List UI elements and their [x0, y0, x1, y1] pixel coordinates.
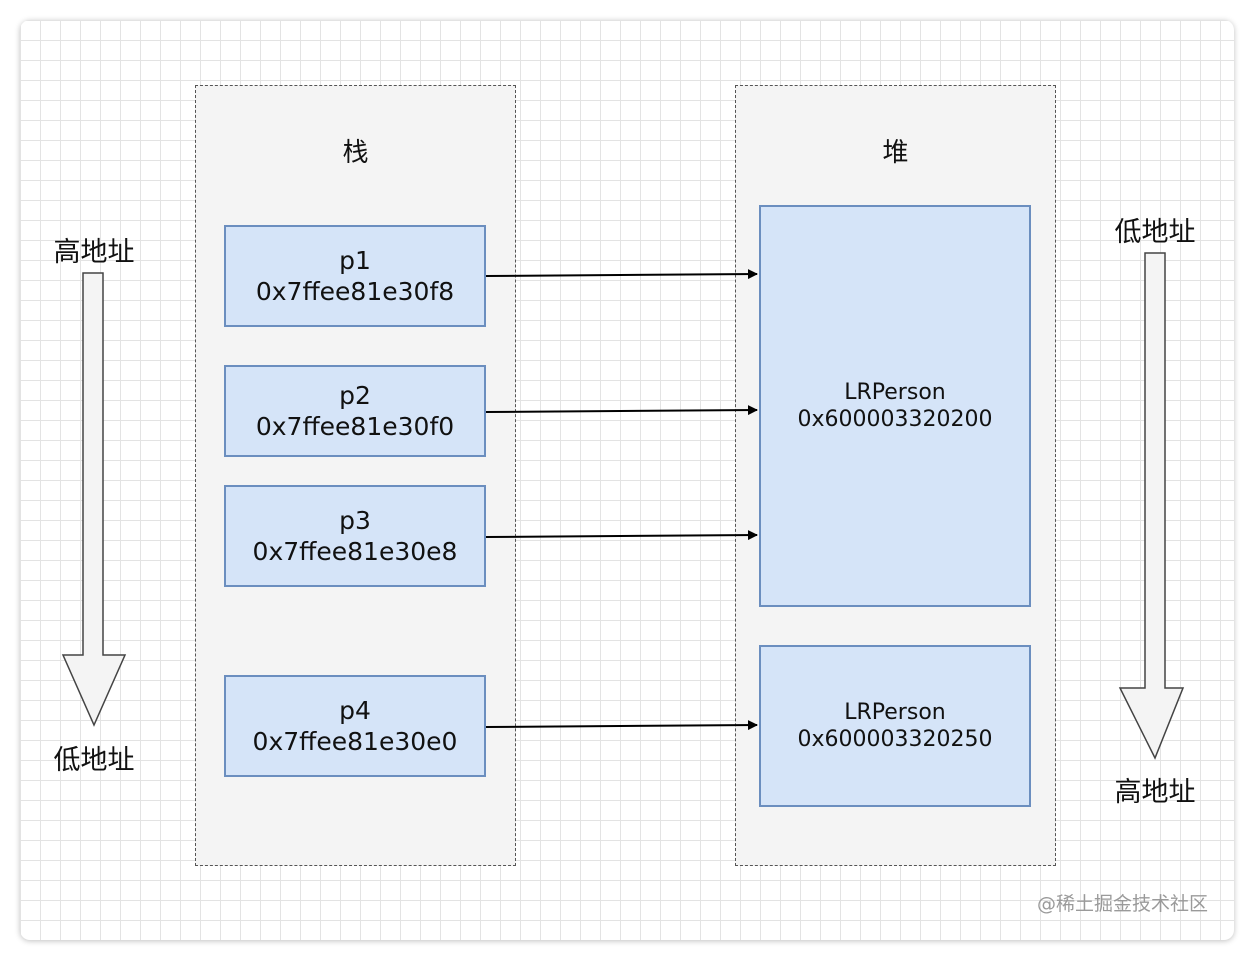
- heap-object-class: LRPerson: [844, 379, 946, 405]
- stack-item-name: p3: [339, 505, 371, 535]
- heap-object-address: 0x600003320200: [797, 407, 993, 432]
- left-direction-arrow: [61, 272, 127, 727]
- stack-item-address: 0x7ffee81e30f8: [255, 277, 455, 306]
- right-direction-arrow: [1118, 252, 1185, 760]
- right-axis-bottom-label: 高地址: [1114, 777, 1196, 808]
- stack-title: 栈: [342, 138, 369, 168]
- heap-title: 堆: [882, 138, 909, 168]
- heap-object-class: LRPerson: [844, 699, 946, 725]
- arrows-layer: [61, 252, 1185, 760]
- pointer-arrow-p4: [485, 720, 758, 731]
- stack-item-name: p1: [339, 245, 371, 275]
- watermark: @稀土掘金技术社区: [1036, 893, 1208, 915]
- stack-item-name: p4: [339, 695, 371, 725]
- diagram-canvas: 栈 堆 p1 0x7ffee81e30f8 p2 0x7ffee81e30f0 …: [20, 20, 1234, 940]
- left-axis-bottom-label: 低地址: [53, 745, 135, 776]
- stack-item-p2: p2 0x7ffee81e30f0: [224, 365, 486, 457]
- heap-object-address: 0x600003320250: [797, 727, 993, 752]
- right-axis-top-label: 低地址: [1114, 217, 1196, 248]
- stack-item-address: 0x7ffee81e30f0: [255, 412, 455, 441]
- pointer-arrow-p2: [485, 405, 758, 416]
- stack-item-address: 0x7ffee81e30e8: [252, 537, 458, 566]
- stack-item-address: 0x7ffee81e30e0: [252, 727, 458, 756]
- pointer-arrow-p1: [485, 269, 758, 280]
- heap-object-1: LRPerson 0x600003320200: [759, 205, 1031, 607]
- stack-item-p1: p1 0x7ffee81e30f8: [224, 225, 486, 327]
- heap-object-2: LRPerson 0x600003320250: [759, 645, 1031, 807]
- stack-item-name: p2: [339, 380, 371, 410]
- stack-item-p4: p4 0x7ffee81e30e0: [224, 675, 486, 777]
- pointer-arrow-p3: [485, 530, 758, 541]
- left-axis-top-label: 高地址: [53, 237, 135, 268]
- stack-item-p3: p3 0x7ffee81e30e8: [224, 485, 486, 587]
